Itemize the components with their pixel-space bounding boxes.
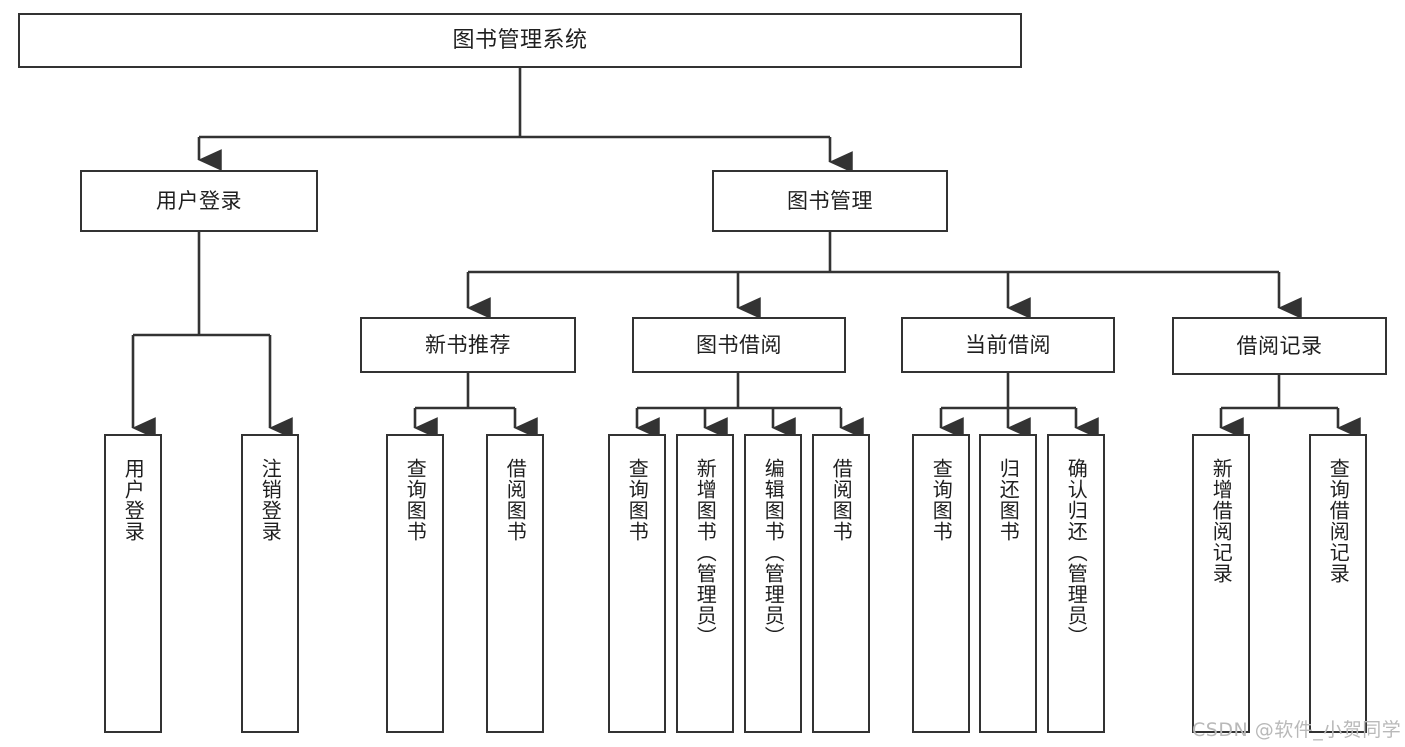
- leaf-current-borrow-return[interactable]: 归还图书: [979, 434, 1037, 733]
- node-label: 借阅图书: [503, 458, 528, 542]
- leaf-current-borrow-confirm-return[interactable]: 确认归还（管理员）: [1047, 434, 1105, 733]
- node-label: 查询图书: [929, 458, 954, 542]
- node-label: 图书借阅: [696, 332, 782, 357]
- node-label: 确认归还（管理员）: [1064, 458, 1089, 647]
- node-label: 新增图书（管理员）: [693, 458, 718, 647]
- node-user-login[interactable]: 用户登录: [80, 170, 318, 232]
- node-root-system[interactable]: 图书管理系统: [18, 13, 1022, 68]
- node-label: 归还图书: [996, 458, 1021, 542]
- node-label: 注销登录: [258, 458, 283, 542]
- node-current-borrow[interactable]: 当前借阅: [901, 317, 1115, 373]
- leaf-user-login-logout[interactable]: 注销登录: [241, 434, 299, 733]
- leaf-book-borrow-borrow[interactable]: 借阅图书: [812, 434, 870, 733]
- node-label: 用户登录: [121, 458, 146, 542]
- leaf-new-book-query[interactable]: 查询图书: [386, 434, 444, 733]
- leaf-book-borrow-add[interactable]: 新增图书（管理员）: [676, 434, 734, 733]
- node-label: 新书推荐: [425, 332, 511, 357]
- leaf-current-borrow-query[interactable]: 查询图书: [912, 434, 970, 733]
- leaf-new-book-borrow[interactable]: 借阅图书: [486, 434, 544, 733]
- leaf-borrow-record-query[interactable]: 查询借阅记录: [1309, 434, 1367, 733]
- node-label: 查询借阅记录: [1326, 458, 1351, 584]
- node-label: 当前借阅: [965, 332, 1051, 357]
- node-label: 用户登录: [156, 188, 242, 213]
- node-label: 借阅记录: [1236, 333, 1323, 358]
- csdn-watermark: CSDN @软件_小贺同学: [1192, 719, 1402, 741]
- node-label: 查询图书: [625, 458, 650, 542]
- node-label: 查询图书: [403, 458, 428, 542]
- node-book-management[interactable]: 图书管理: [712, 170, 948, 232]
- leaf-borrow-record-add[interactable]: 新增借阅记录: [1192, 434, 1250, 733]
- node-label: 借阅图书: [829, 458, 854, 542]
- node-label: 图书管理: [787, 188, 873, 213]
- node-label: 新增借阅记录: [1209, 458, 1234, 584]
- node-label: 编辑图书（管理员）: [761, 458, 786, 647]
- node-label: 图书管理系统: [452, 27, 588, 53]
- leaf-book-borrow-query[interactable]: 查询图书: [608, 434, 666, 733]
- node-book-borrow[interactable]: 图书借阅: [632, 317, 846, 373]
- leaf-book-borrow-edit[interactable]: 编辑图书（管理员）: [744, 434, 802, 733]
- node-borrow-record[interactable]: 借阅记录: [1172, 317, 1387, 375]
- node-new-book-recommend[interactable]: 新书推荐: [360, 317, 576, 373]
- leaf-user-login-login[interactable]: 用户登录: [104, 434, 162, 733]
